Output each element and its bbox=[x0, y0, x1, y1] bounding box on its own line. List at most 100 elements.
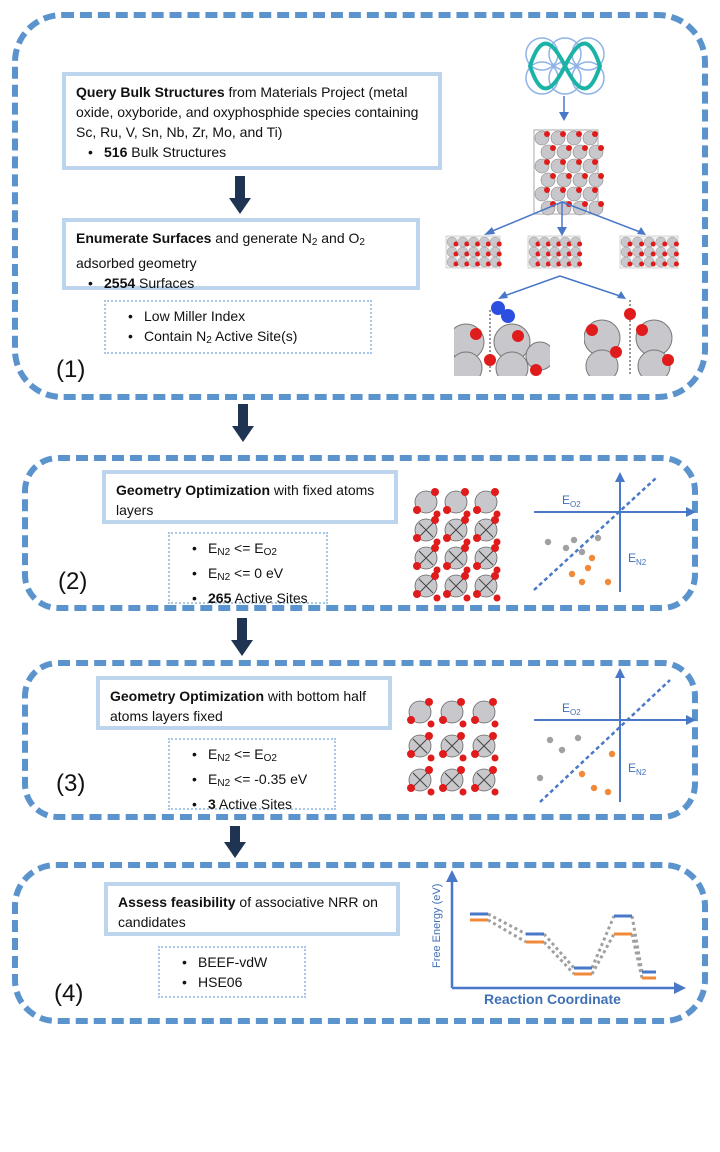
oxygen-atom bbox=[433, 538, 441, 546]
enumerate-desc-a: and generate N bbox=[211, 230, 312, 246]
oxygen-atom bbox=[461, 572, 469, 580]
slab-oxygen-atom bbox=[453, 241, 459, 247]
optimized-structure-3 bbox=[407, 698, 499, 796]
oxygen-atom bbox=[489, 698, 497, 706]
slab-oxygen-atom bbox=[464, 251, 470, 257]
oxygen-atom bbox=[457, 766, 465, 774]
surface-slabs bbox=[445, 235, 679, 269]
oxygen-atom bbox=[592, 187, 598, 193]
oxygen-atom bbox=[471, 750, 479, 758]
methods-box: BEEF-vdW HSE06 bbox=[158, 946, 306, 998]
filter-n2-b: Active Site(s) bbox=[211, 328, 298, 344]
oxygen-atom bbox=[413, 562, 421, 570]
oxygen-atom bbox=[431, 488, 439, 496]
enumerate-sub-b: 2 bbox=[359, 237, 365, 248]
slab-oxygen-atom bbox=[475, 241, 481, 247]
orange-point bbox=[578, 770, 586, 778]
stage-3-label: (3) bbox=[56, 770, 86, 797]
oxygen-atom bbox=[407, 784, 415, 792]
oxygen-atom bbox=[463, 510, 471, 518]
oxygen-atom bbox=[491, 754, 499, 762]
slab-oxygen-atom bbox=[662, 251, 668, 257]
method-hse06: HSE06 bbox=[182, 972, 294, 992]
oxygen-atom bbox=[544, 159, 550, 165]
slab-oxygen-atom bbox=[639, 251, 645, 257]
method-beef-vdw: BEEF-vdW bbox=[182, 952, 294, 972]
geometry-opt-desc-3: with bottom half atoms layers fixed bbox=[110, 688, 366, 724]
arrow-down-3 bbox=[231, 618, 253, 656]
criteria-box-3: EN2 <= EO2 EN2 <= -0.35 eV 3 Active Site… bbox=[168, 738, 336, 814]
oxygen-atom bbox=[576, 159, 582, 165]
oxygen-atom bbox=[473, 562, 481, 570]
oxygen-atom bbox=[461, 516, 469, 524]
filter-n2-a: Contain N bbox=[144, 328, 207, 344]
oxygen-atom bbox=[493, 538, 501, 546]
gray-point bbox=[536, 774, 544, 782]
oxygen-atom bbox=[491, 788, 499, 796]
slab-oxygen-atom bbox=[453, 261, 459, 267]
y-axis-en2-3: EN2 bbox=[628, 761, 647, 777]
oxygen-atom bbox=[431, 572, 439, 580]
oxygen-atom bbox=[425, 732, 433, 740]
oxygen-atom bbox=[443, 562, 451, 570]
oxygen-atom bbox=[582, 145, 588, 151]
fixed-mark bbox=[478, 550, 494, 566]
query-bulk-title: Query Bulk Structures bbox=[76, 84, 225, 100]
oxygen-atom bbox=[457, 732, 465, 740]
fixed-mark bbox=[478, 578, 494, 594]
slab-oxygen-atom bbox=[485, 261, 491, 267]
oxygen-atom bbox=[544, 187, 550, 193]
slab-oxygen-atom bbox=[639, 261, 645, 267]
oxygen-atom bbox=[439, 784, 447, 792]
arrow-down-1 bbox=[229, 176, 251, 214]
guide-orange bbox=[542, 940, 576, 976]
criterion-en2-le-eo2-3: EN2 <= EO2 bbox=[192, 744, 324, 769]
oxygen-atom bbox=[413, 534, 421, 542]
oxygen-atom bbox=[491, 572, 499, 580]
slab-oxygen-atom bbox=[475, 251, 481, 257]
enumerate-desc-c: adsorbed geometry bbox=[76, 255, 197, 271]
slab-oxygen-atom bbox=[475, 261, 481, 267]
c2-2s: N2 bbox=[217, 572, 231, 583]
gray-point bbox=[570, 536, 578, 544]
surface-count-label: Surfaces bbox=[135, 275, 195, 291]
energy-scatter-plot-3: EO2 EN2 bbox=[534, 668, 696, 803]
oxygen-atom bbox=[560, 159, 566, 165]
stage-1-frame bbox=[12, 12, 708, 400]
oxygen-atom bbox=[443, 590, 451, 598]
oxygen-atom bbox=[473, 590, 481, 598]
criterion-en2-le-eo2: EN2 <= EO2 bbox=[192, 538, 316, 563]
stage-4-frame bbox=[12, 862, 708, 1024]
oxygen-atom bbox=[489, 732, 497, 740]
slab-oxygen-atom bbox=[577, 261, 583, 267]
guide-blue bbox=[630, 915, 644, 973]
oxygen-atom bbox=[471, 784, 479, 792]
active-site-count-3: 3 Active Sites bbox=[192, 794, 324, 814]
oxygen-atom bbox=[491, 720, 499, 728]
c2-3r: Active Sites bbox=[231, 590, 308, 606]
oxygen-atom bbox=[439, 716, 447, 724]
slab-oxygen-atom bbox=[650, 251, 656, 257]
gray-point bbox=[594, 534, 602, 542]
guide-blue bbox=[487, 912, 527, 936]
surface-filter-box: Low Miller Index Contain N2 Active Site(… bbox=[104, 300, 372, 354]
gray-point bbox=[558, 746, 566, 754]
oxygen-atom bbox=[413, 506, 421, 514]
slab-oxygen-atom bbox=[464, 261, 470, 267]
fixed-mark bbox=[476, 772, 492, 788]
fixed-mark bbox=[412, 738, 428, 754]
slab-oxygen-atom bbox=[627, 261, 633, 267]
c3-1s1: N2 bbox=[217, 753, 231, 764]
active-site-count-2: 265 Active Sites bbox=[192, 588, 316, 608]
c3-1a: E bbox=[208, 746, 218, 762]
x-axis-eo2-2: EO2 bbox=[562, 493, 581, 509]
assess-desc: of associative NRR on candidates bbox=[118, 894, 378, 930]
oxygen-atom bbox=[433, 510, 441, 518]
oxygen-atom bbox=[550, 173, 556, 179]
criterion-en2-le-035: EN2 <= -0.35 eV bbox=[192, 769, 324, 794]
oxygen-atom bbox=[459, 720, 467, 728]
c3-3r: Active Sites bbox=[215, 796, 293, 812]
orange-point bbox=[604, 578, 612, 586]
oxygen-atom bbox=[427, 720, 435, 728]
criteria-box-2: EN2 <= EO2 EN2 <= 0 eV 265 Active Sites bbox=[168, 532, 328, 608]
